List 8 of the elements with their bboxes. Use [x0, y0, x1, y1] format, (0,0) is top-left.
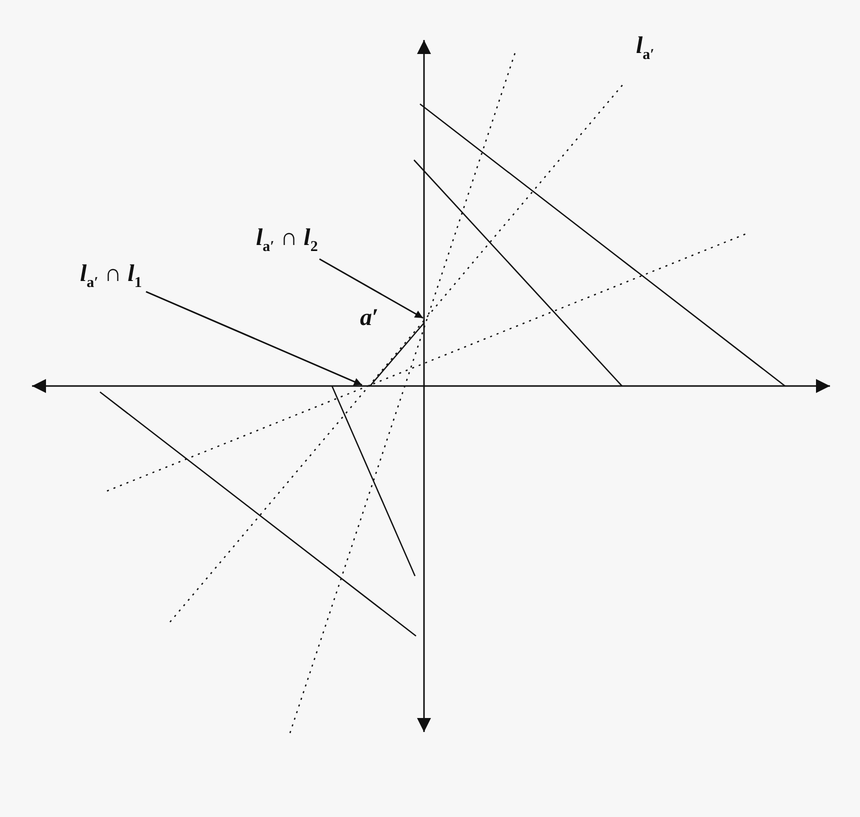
leader-arrow — [146, 290, 362, 386]
line-label: l$_{a′}$ — [636, 34, 654, 63]
leader-arrow — [319, 258, 424, 319]
x-axis — [32, 379, 830, 393]
point-label: a′ — [360, 306, 379, 330]
intersection-label: l$_{a′}$ ∩ l$_{1}$ — [80, 261, 142, 287]
y-axis — [417, 40, 431, 732]
intersection-label: l$_{a′}$ ∩ l$_{2}$ — [256, 225, 318, 251]
